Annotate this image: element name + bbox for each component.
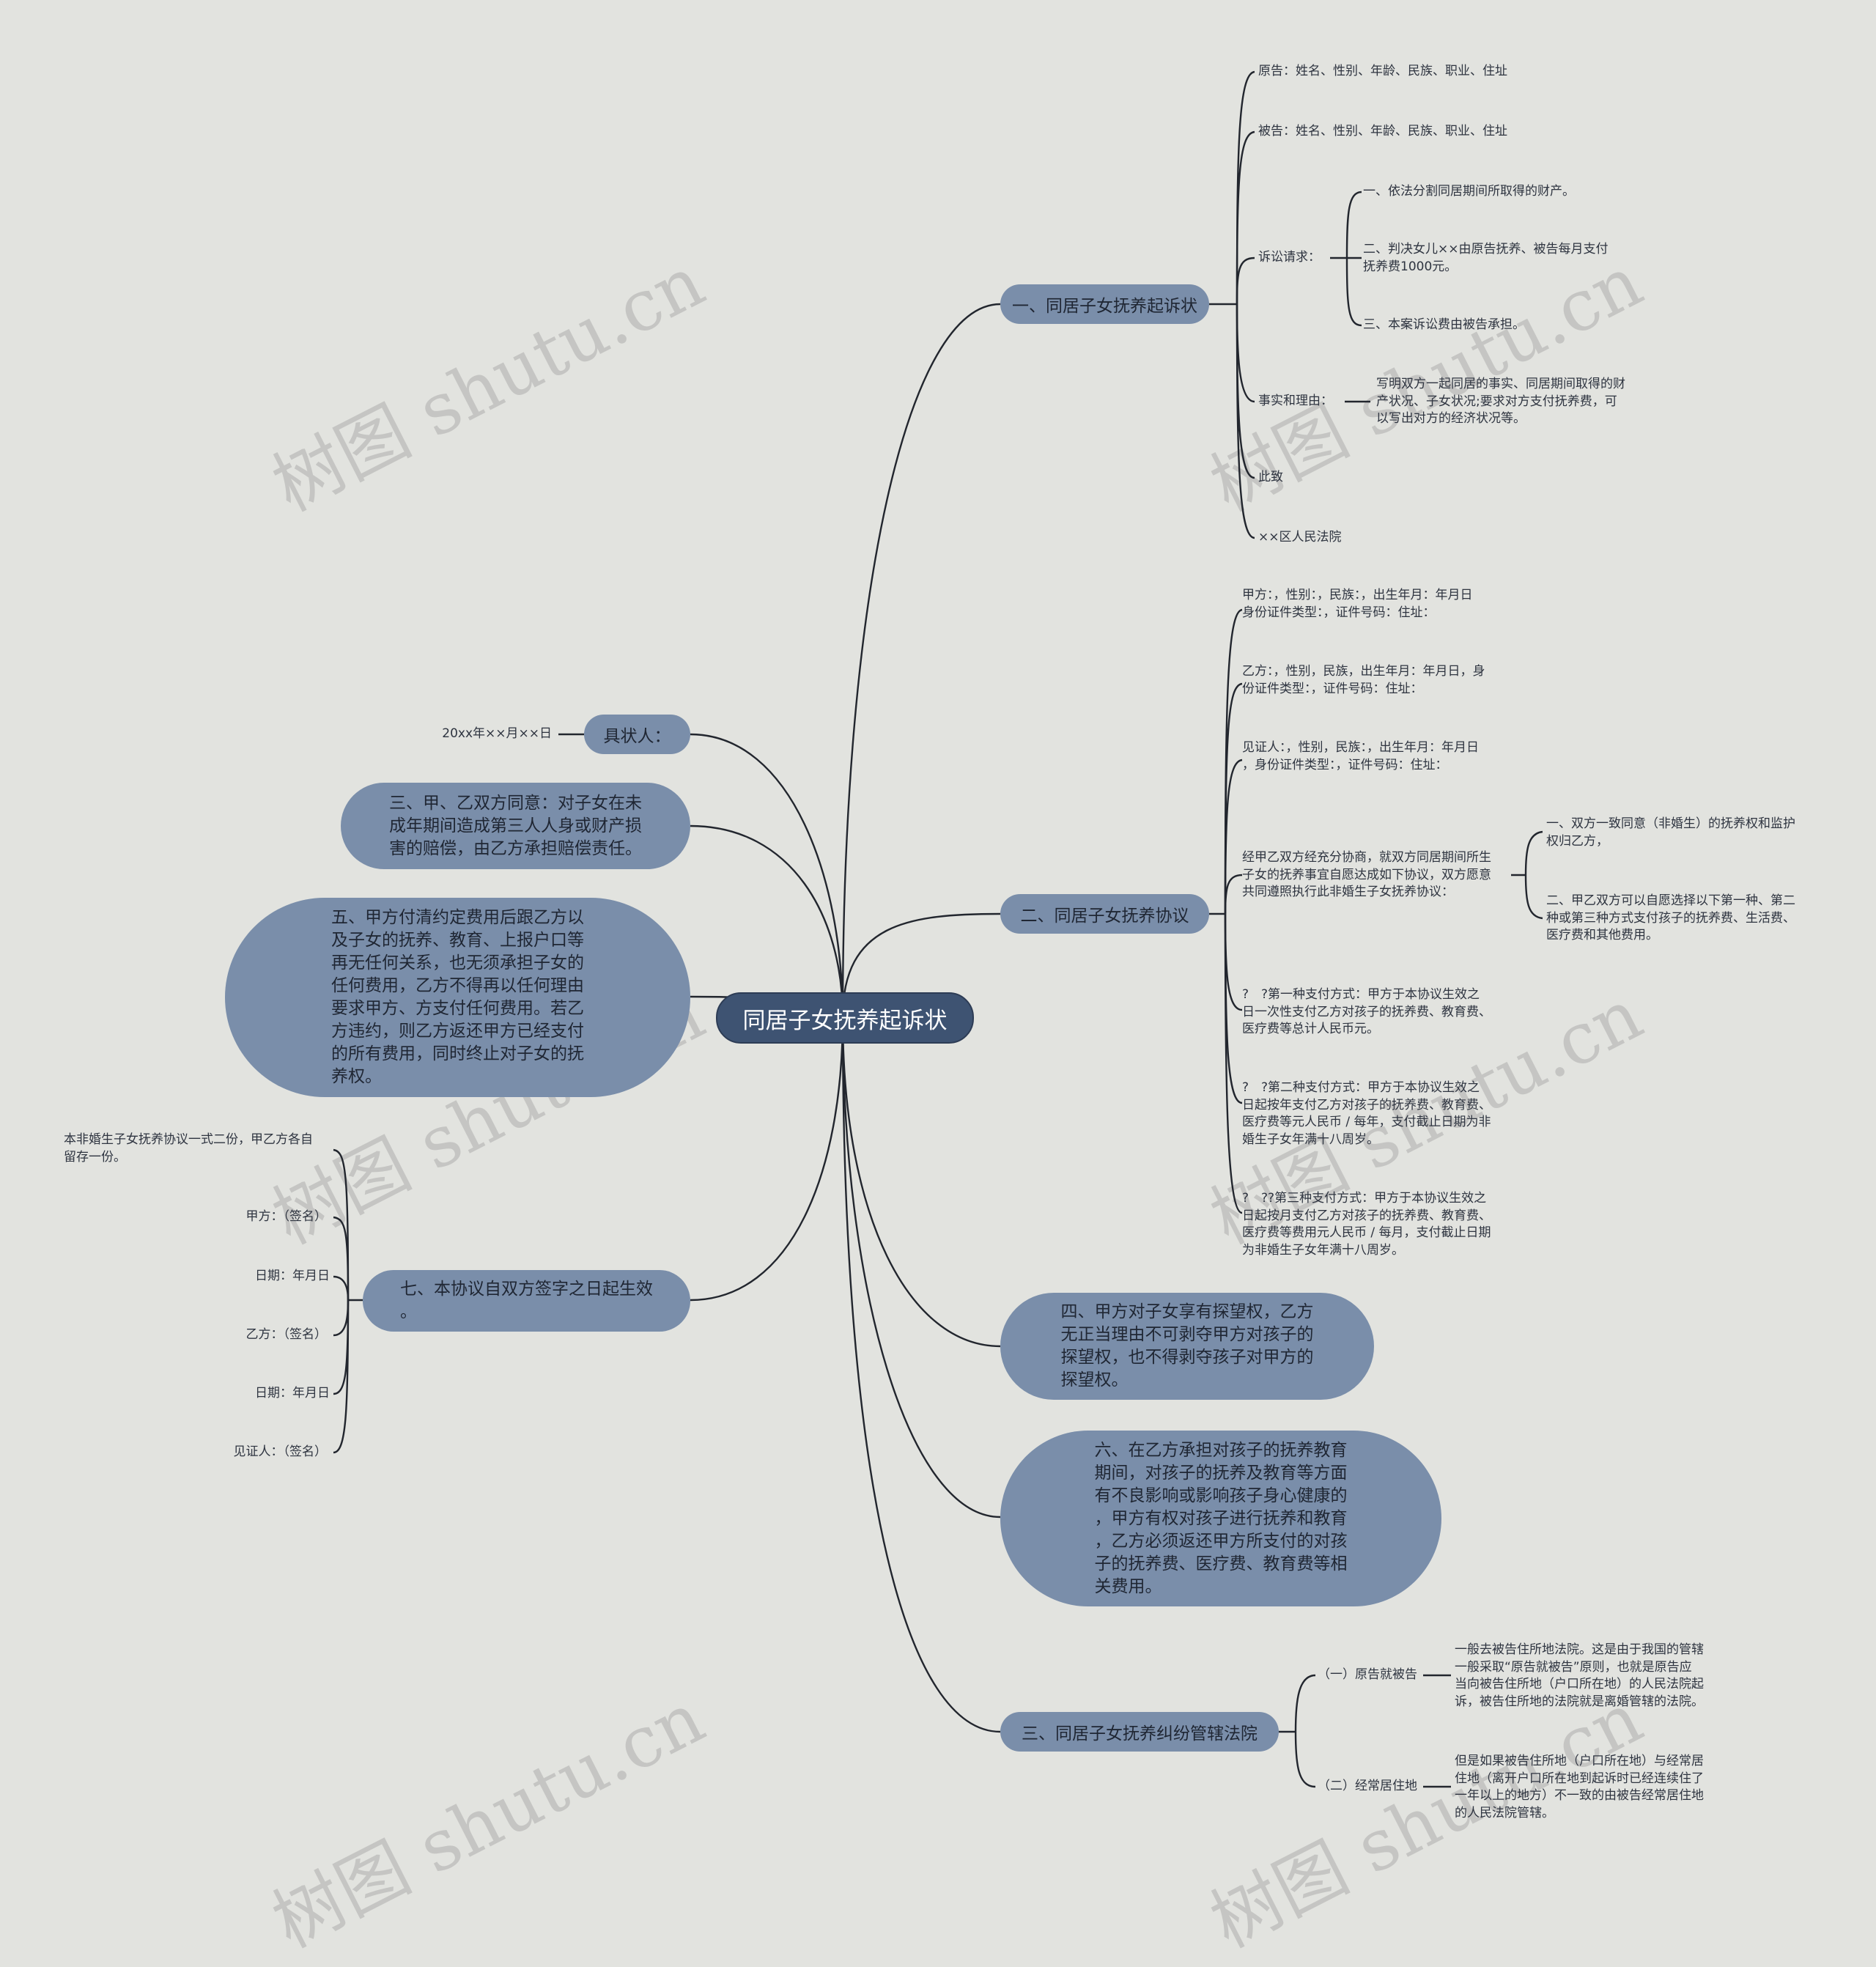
leaf-date[interactable]: 20xx年××月××日 xyxy=(442,726,552,741)
branch-visitation-text: 四、甲方对子女享有探望权，乙方 无正当理由不可剥夺甲方对孩子的 探望权，也不得剥… xyxy=(1060,1302,1314,1390)
leaf-sign-a[interactable]: 甲方：（签名） xyxy=(245,1209,328,1224)
connector-line xyxy=(690,733,844,1018)
connector-line xyxy=(1224,759,1243,915)
connector-line xyxy=(1524,874,1543,920)
leaf-agreement-item[interactable]: 二、甲乙双方可以自愿选择以下第一种、第二 种或第三种方式支付孩子的抚养费、生活费… xyxy=(1546,893,1795,942)
leaf-agreement-intro[interactable]: 经甲乙双方经充分协商，就双方同居期间所生 子女的抚养事宜自愿达成如下协议，双方愿… xyxy=(1242,850,1491,899)
branch-jurisdiction[interactable]: 三、同居子女抚养纠纷管辖法院 xyxy=(1000,1712,1279,1752)
connector-line xyxy=(841,303,1001,1018)
branch-payment-terms[interactable]: 五、甲方付清约定费用后跟乙方以 及子女的抚养、教育、上报户口等 再无任何关系，也… xyxy=(225,898,690,1097)
branch-complaint[interactable]: 一、同居子女抚养起诉状 xyxy=(1000,284,1209,324)
connector-line xyxy=(1236,303,1255,403)
leaf-defendant[interactable]: 被告：姓名、性别、年龄、民族、职业、住址 xyxy=(1258,124,1507,139)
leaf-jurisdiction-label[interactable]: （二）经常居住地 xyxy=(1318,1779,1417,1793)
connector-line xyxy=(841,1016,1001,1733)
connector-line xyxy=(1345,191,1362,259)
connector-line xyxy=(1224,913,1243,1214)
connector-line xyxy=(333,1299,350,1337)
leaf-witness[interactable]: 见证人：，性别，民族：，出生年月：年月日 ，身份证件类型：，证件号码：住址： xyxy=(1242,740,1479,772)
leaf-facts-detail[interactable]: 写明双方一起同居的事实、同居期间取得的财 产状况、子女状况;要求对方支付抚养费，… xyxy=(1376,377,1625,426)
leaf-jurisdiction-detail[interactable]: 一般去被告住所地法院。这是由于我国的管辖 一般采取“原告就被告”原则，也就是原告… xyxy=(1455,1642,1704,1709)
leaf-court[interactable]: ××区人民法院 xyxy=(1258,530,1342,545)
branch-effective[interactable]: 七、本协议自双方签字之日起生效 。 xyxy=(363,1270,690,1332)
branch-compensation[interactable]: 三、甲、乙双方同意：对子女在未 成年期间造成第三人人身或财产损 害的赔偿，由乙方… xyxy=(341,783,690,869)
connector-line xyxy=(1236,257,1255,305)
branch-signer[interactable]: 具状人： xyxy=(584,715,690,754)
leaf-party-b[interactable]: 乙方：，性别，民族，出生年月：年月日，身 份证件类型：，证件号码：住址： xyxy=(1242,664,1485,696)
branch-compensation-text: 三、甲、乙双方同意：对子女在未 成年期间造成第三人人身或财产损 害的赔偿，由乙方… xyxy=(389,793,642,858)
connector-line xyxy=(841,1016,1001,1518)
connector-line xyxy=(1236,130,1255,305)
leaf-sign-witness[interactable]: 见证人：（签名） xyxy=(233,1444,328,1459)
connector-lines xyxy=(333,70,1543,1788)
branch-education[interactable]: 六、在乙方承担对孩子的抚养教育 期间，对孩子的抚养及教育等方面 有不良影响或影响… xyxy=(1000,1431,1441,1606)
connector-line xyxy=(841,912,1001,1018)
connector-line xyxy=(333,1299,350,1454)
leaf-sign-b[interactable]: 乙方：（签名） xyxy=(245,1327,328,1342)
connector-line xyxy=(1224,874,1243,915)
leaf-claim-item[interactable]: 二、判决女儿××由原告抚养、被告每月支付 抚养费1000元。 xyxy=(1363,242,1609,274)
branch-education-text: 六、在乙方承担对孩子的抚养教育 期间，对孩子的抚养及教育等方面 有不良影响或影响… xyxy=(1094,1440,1348,1596)
leaf-payment-method-3[interactable]: ? ??第三种支付方式：甲方于本协议生效之 日起按月支付乙方对孩子的抚养费、教育… xyxy=(1242,1191,1491,1258)
leaf-cizhi[interactable]: 此致 xyxy=(1258,470,1283,484)
connector-line xyxy=(841,1016,1001,1348)
mindmap-canvas: 树图 shutu.cn 树图 shutu.cn 树图 shutu.cn 树图 s… xyxy=(64,64,1795,1963)
leaf-claim-item[interactable]: 一、依法分割同居期间所取得的财产。 xyxy=(1363,184,1575,199)
leaf-claims[interactable]: 诉讼请求： xyxy=(1258,250,1321,265)
leaf-jurisdiction-label[interactable]: （一）原告就被告 xyxy=(1318,1667,1417,1682)
leaf-party-a[interactable]: 甲方：，性别：，民族：，出生年月：年月日 身份证件类型：，证件号码：住址： xyxy=(1242,588,1473,620)
connector-line xyxy=(1524,830,1543,876)
connector-line xyxy=(690,824,844,1018)
branch-agreement[interactable]: 二、同居子女抚养协议 xyxy=(1000,894,1209,934)
leaf-payment-method-1[interactable]: ? ?第一种支付方式：甲方于本协议生效之 日一次性支付乙方对孩子的抚养费、教育费… xyxy=(1242,987,1491,1036)
leaf-date-a[interactable]: 日期：年月日 xyxy=(255,1269,330,1283)
leaf-claim-item[interactable]: 三、本案诉讼费由被告承担。 xyxy=(1363,317,1525,332)
connector-line xyxy=(333,1216,350,1301)
leaf-payment-method-2[interactable]: ? ?第二种支付方式：甲方于本协议生效之 日起按年支付乙方对孩子的抚养费、教育费… xyxy=(1242,1080,1491,1147)
leaf-agreement-item[interactable]: 一、双方一致同意（非婚生）的抚养权和监护 权归乙方， xyxy=(1546,816,1795,849)
branch-visitation[interactable]: 四、甲方对子女享有探望权，乙方 无正当理由不可剥夺甲方对孩子的 探望权，也不得剥… xyxy=(1000,1293,1374,1400)
connector-line xyxy=(1224,913,1243,1104)
branch-payment-terms-text: 五、甲方付清约定费用后跟乙方以 及子女的抚养、教育、上报户口等 再无任何关系，也… xyxy=(331,908,584,1086)
leaf-date-b[interactable]: 日期：年月日 xyxy=(255,1386,330,1400)
connector-line xyxy=(1236,303,1255,479)
root-topic[interactable]: 同居子女抚养起诉状 xyxy=(716,992,974,1044)
leaf-jurisdiction-detail[interactable]: 但是如果被告住所地（户口所在地）与经常居 住地（离开户口所在地到起诉时已经连续住… xyxy=(1455,1754,1704,1820)
connector-line xyxy=(333,1299,350,1395)
connector-line xyxy=(1294,1731,1316,1788)
connector-line xyxy=(1224,608,1243,915)
branch-effective-text: 七、本协议自双方签字之日起生效 。 xyxy=(400,1280,653,1321)
connector-line xyxy=(1236,303,1255,539)
leaf-copies[interactable]: 本非婚生子女抚养协议一式二份，甲乙方各自 留存一份。 xyxy=(64,1132,313,1165)
leaf-plaintiff[interactable]: 原告：姓名、性别、年龄、民族、职业、住址 xyxy=(1258,64,1507,78)
connector-line xyxy=(690,1016,844,1302)
connector-line xyxy=(1224,913,1243,1011)
connector-line xyxy=(1294,1674,1316,1732)
connector-line xyxy=(1345,257,1362,327)
connector-line xyxy=(333,1275,350,1301)
leaf-facts[interactable]: 事实和理由： xyxy=(1258,394,1333,408)
